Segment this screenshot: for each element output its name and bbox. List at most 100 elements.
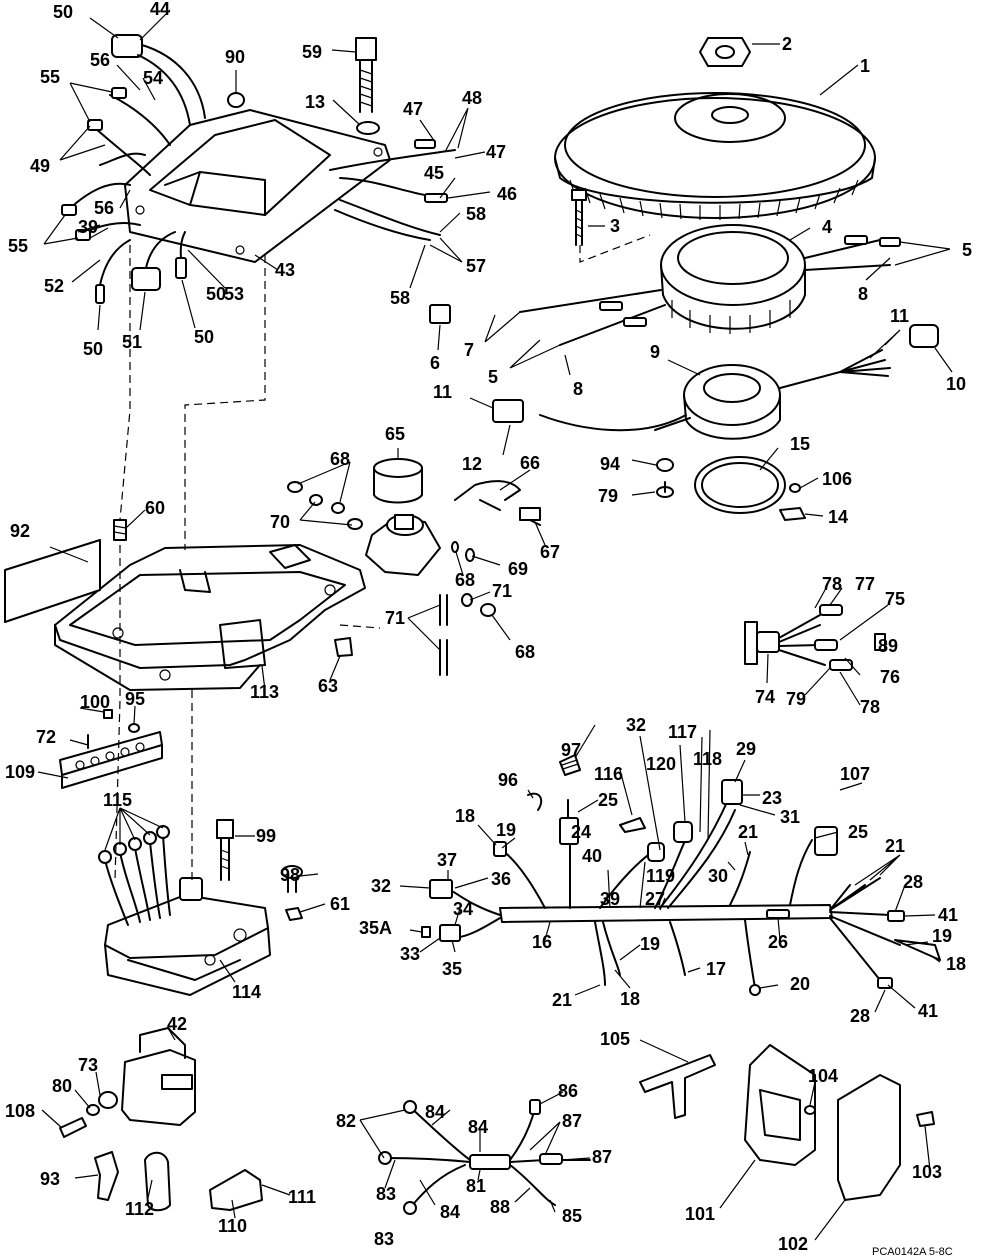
- callout-label: 41: [918, 1001, 938, 1021]
- callout-label: 50: [206, 284, 226, 304]
- callout-label: 27: [645, 889, 665, 909]
- callout-label: 19: [640, 934, 660, 954]
- callout-label: 100: [80, 692, 110, 712]
- callout-label: 83: [374, 1229, 394, 1249]
- callout-label: 55: [8, 236, 28, 256]
- callout-label: 84: [425, 1102, 445, 1122]
- callout-label: 99: [256, 826, 276, 846]
- callout-label: 63: [318, 676, 338, 696]
- callout-label: 90: [225, 47, 245, 67]
- callout-label: 18: [620, 989, 640, 1009]
- callout-label: 118: [693, 749, 722, 769]
- figure-code: PCA0142A 5-8C: [872, 1246, 953, 1258]
- callout-label: 12: [462, 454, 482, 474]
- callout-label: 67: [540, 542, 560, 562]
- callout-label: 66: [520, 453, 540, 473]
- brackets: [639, 1044, 935, 1201]
- callout-label: 19: [496, 820, 516, 840]
- callout-label: 21: [885, 836, 905, 856]
- callout-label: 45: [424, 163, 444, 183]
- callout-label: 80: [52, 1076, 72, 1096]
- callout-label: 88: [490, 1197, 510, 1217]
- callout-label: 114: [232, 982, 261, 1002]
- callout-label: 103: [912, 1162, 942, 1182]
- callout-label: 78: [860, 697, 880, 717]
- callout-label: 101: [685, 1204, 715, 1224]
- callout-label: 50: [194, 327, 214, 347]
- callout-label: 32: [626, 715, 646, 735]
- callout-label: 39: [78, 217, 98, 237]
- callout-label: 39: [600, 889, 620, 909]
- callout-label: 5: [962, 240, 972, 260]
- callout-label: 13: [305, 92, 325, 112]
- callout-label: 2: [782, 34, 792, 54]
- callout-label: 107: [840, 764, 870, 784]
- terminal-block: [59, 709, 163, 789]
- callout-label: 71: [492, 581, 512, 601]
- callout-label: 75: [885, 589, 905, 609]
- callout-label: 76: [880, 667, 900, 687]
- alignment-lines: [114, 234, 651, 881]
- callout-label: 43: [275, 260, 295, 280]
- callout-label: 34: [453, 899, 473, 919]
- callout-label: 33: [400, 944, 420, 964]
- connector-75: [744, 604, 886, 671]
- callout-label: 82: [336, 1111, 356, 1131]
- callout-label: 15: [790, 434, 810, 454]
- callout-label: 113: [250, 682, 279, 702]
- callout-label: 104: [808, 1066, 838, 1086]
- callout-label: 59: [302, 42, 322, 62]
- callout-label: 98: [280, 865, 300, 885]
- callout-label: 48: [462, 88, 482, 108]
- ignition-coil: [59, 1027, 196, 1138]
- jumper-wires: [378, 1099, 591, 1215]
- callout-label: 116: [594, 764, 623, 784]
- callout-label: 93: [40, 1169, 60, 1189]
- callout-label: 84: [440, 1202, 460, 1222]
- callout-label: 47: [486, 142, 506, 162]
- callout-label: 18: [946, 954, 966, 974]
- mounting-bracket: [4, 519, 366, 691]
- callout-label: 9: [650, 342, 660, 362]
- callout-label: 5: [488, 367, 498, 387]
- callout-labels: 1 2 3 4 5 5 6 7 8 8 9 10 11 11 12 13 14 …: [5, 0, 972, 1258]
- callout-label: 44: [150, 0, 170, 19]
- callout-label: 23: [762, 788, 782, 808]
- callout-label: 65: [385, 424, 405, 444]
- callout-label: 6: [430, 353, 440, 373]
- callout-label: 94: [600, 454, 620, 474]
- callout-label: 56: [94, 198, 114, 218]
- callout-label: 68: [330, 449, 350, 469]
- callout-label: 4: [822, 217, 832, 237]
- callout-label: 109: [5, 762, 35, 782]
- bolt-59: [227, 37, 380, 135]
- callout-label: 69: [508, 559, 528, 579]
- callout-label: 26: [768, 932, 788, 952]
- callout-label: 30: [708, 866, 728, 886]
- callout-label: 73: [78, 1055, 98, 1075]
- callout-label: 71: [385, 608, 405, 628]
- callout-label: 37: [437, 850, 457, 870]
- callout-label: 61: [330, 894, 350, 914]
- callout-label: 51: [122, 332, 142, 352]
- callout-label: 28: [903, 872, 923, 892]
- callout-label: 83: [376, 1184, 396, 1204]
- callout-label: 7: [464, 340, 474, 360]
- timer-base: [492, 324, 939, 440]
- callout-label: 79: [786, 689, 806, 709]
- callout-label: 25: [598, 790, 618, 810]
- callout-label: 53: [224, 284, 244, 304]
- callout-label: 87: [592, 1147, 612, 1167]
- callout-label: 97: [561, 740, 581, 760]
- callout-label: 58: [466, 204, 486, 224]
- callout-label: 117: [668, 722, 697, 742]
- callout-label: 58: [390, 288, 410, 308]
- callout-label: 78: [822, 574, 842, 594]
- power-pack: [98, 819, 303, 996]
- callout-label: 74: [755, 687, 775, 707]
- callout-label: 32: [371, 876, 391, 896]
- callout-label: 96: [498, 770, 518, 790]
- callout-label: 8: [573, 379, 583, 399]
- callout-label: 14: [828, 507, 848, 527]
- solenoid: [287, 458, 541, 676]
